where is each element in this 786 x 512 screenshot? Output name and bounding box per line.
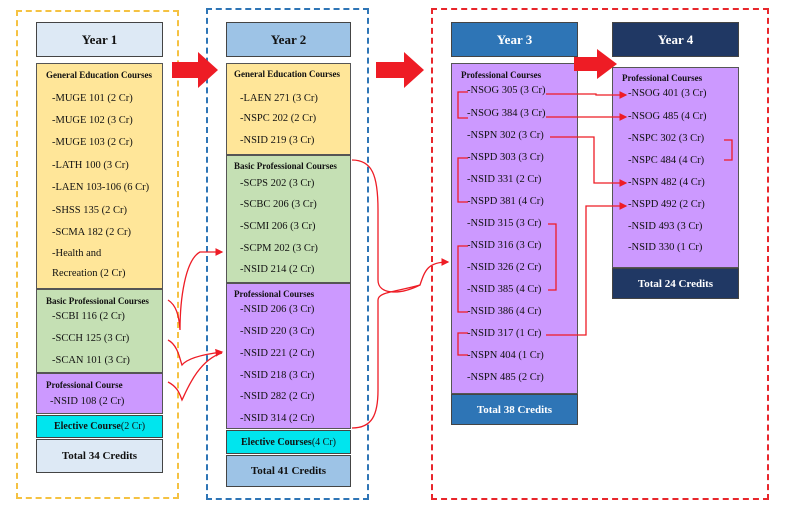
course-item: -LATH 100 (3 Cr) (52, 160, 129, 171)
course-item: -Health and (52, 248, 102, 259)
course-item: -NSID 214 (2 Cr) (240, 264, 315, 275)
course-item: -NSID 220 (3 Cr) (240, 326, 315, 337)
course-item: -NSID 221 (2 Cr) (240, 348, 315, 359)
year3-prof-title: Professional Courses (461, 70, 542, 80)
year2-prof-box: Professional Courses -NSID 206 (3 Cr) -N… (226, 283, 351, 429)
course-item: -NSID 206 (3 Cr) (240, 304, 315, 315)
course-item: -NSID 330 (1 Cr) (628, 242, 703, 253)
course-item: -NSID 314 (2 Cr) (240, 413, 315, 424)
course-item: -SCMI 206 (3 Cr) (240, 221, 316, 232)
course-item: -SCPM 202 (3 Cr) (240, 243, 318, 254)
course-item: -NSPC 302 (3 Cr) (628, 133, 705, 144)
course-item: -SCAN 101 (3 Cr) (52, 355, 130, 366)
year4-prof-title: Professional Courses (622, 73, 703, 83)
course-item: -SCBC 206 (3 Cr) (240, 199, 317, 210)
year3-total: Total 38 Credits (451, 394, 578, 425)
course-item: -NSID 317 (1 Cr) (467, 328, 542, 339)
year2-gen-ed-box: General Education Courses -LAEN 271 (3 C… (226, 63, 351, 155)
course-item: -SHSS 135 (2 Cr) (52, 205, 127, 216)
year2-elective: Elective Courses (4 Cr) (226, 430, 351, 454)
year4-prof-box: Professional Courses -NSOG 401 (3 Cr) -N… (612, 67, 739, 268)
year1-header: Year 1 (36, 22, 163, 57)
course-item: -NSID 219 (3 Cr) (240, 135, 315, 146)
year2-basic-prof-title: Basic Professional Courses (234, 161, 337, 171)
course-item: -NSID 331 (2 Cr) (467, 174, 542, 185)
year1-basic-prof-title: Basic Professional Courses (46, 296, 149, 306)
year3-prof-box: Professional Courses -NSOG 305 (3 Cr) -N… (451, 63, 578, 394)
course-item: -MUGE 102 (3 Cr) (52, 115, 133, 126)
course-item: -NSOG 485 (4 Cr) (628, 111, 707, 122)
course-item: -NSOG 384 (3 Cr) (467, 108, 546, 119)
course-item: -NSPN 302 (3 Cr) (467, 130, 544, 141)
course-item: -SCMA 182 (2 Cr) (52, 227, 132, 238)
course-item: -MUGE 103 (2 Cr) (52, 137, 133, 148)
course-item: -NSPN 485 (2 Cr) (467, 372, 544, 383)
course-item: -LAEN 271 (3 Cr) (240, 93, 318, 104)
year1-elective-credits: (2 Cr) (120, 421, 146, 432)
course-item: -LAEN 103-106 (6 Cr) (52, 182, 150, 193)
course-item: -NSID 282 (2 Cr) (240, 391, 315, 402)
year4-total: Total 24 Credits (612, 268, 739, 299)
year2-basic-prof-box: Basic Professional Courses -SCPS 202 (3 … (226, 155, 351, 283)
year2-to-year3-big-arrow (376, 52, 424, 88)
course-item: -NSPD 381 (4 Cr) (467, 196, 544, 207)
course-item: -NSOG 305 (3 Cr) (467, 85, 546, 96)
year1-gen-ed-title: General Education Courses (46, 70, 153, 80)
year1-prof-box: Professional Course -NSID 108 (2 Cr) (36, 373, 163, 414)
course-item: Recreation (2 Cr) (52, 268, 126, 279)
year2-elective-label: Elective Courses (241, 436, 312, 448)
year4-header: Year 4 (612, 22, 739, 57)
course-item: -NSPD 303 (3 Cr) (467, 152, 544, 163)
course-item: -SCPS 202 (3 Cr) (240, 178, 315, 189)
year2-gen-ed-title: General Education Courses (234, 69, 341, 79)
course-item: -NSID 315 (3 Cr) (467, 218, 542, 229)
course-item: -NSID 108 (2 Cr) (50, 396, 125, 407)
course-item: -NSPN 482 (4 Cr) (628, 177, 705, 188)
year1-total: Total 34 Credits (36, 439, 163, 473)
year1-elective: Elective Course (2 Cr) (36, 415, 163, 438)
year2-total: Total 41 Credits (226, 455, 351, 487)
year3-header: Year 3 (451, 22, 578, 57)
course-item: -NSID 326 (2 Cr) (467, 262, 542, 273)
year2-header: Year 2 (226, 22, 351, 57)
course-item: -NSPC 202 (2 Cr) (240, 113, 317, 124)
year1-elective-label: Elective Course (53, 421, 121, 432)
course-item: -NSPC 484 (4 Cr) (628, 155, 705, 166)
course-item: -NSID 385 (4 Cr) (467, 284, 542, 295)
course-item: -MUGE 101 (2 Cr) (52, 93, 133, 104)
year1-gen-ed-box: General Education Courses -MUGE 101 (2 C… (36, 63, 163, 289)
course-item: -NSPN 404 (1 Cr) (467, 350, 544, 361)
course-item: -NSID 386 (4 Cr) (467, 306, 542, 317)
year2-prof-title: Professional Courses (234, 289, 315, 299)
course-item: -SCBI 116 (2 Cr) (52, 311, 125, 322)
course-item: -NSID 493 (3 Cr) (628, 221, 703, 232)
year1-basic-prof-box: Basic Professional Courses -SCBI 116 (2 … (36, 289, 163, 373)
year2-elective-credits: (4 Cr) (311, 436, 336, 448)
year1-prof-title: Professional Course (46, 380, 123, 390)
course-item: -SCCH 125 (3 Cr) (52, 333, 130, 344)
course-item: -NSID 218 (3 Cr) (240, 370, 315, 381)
course-item: -NSID 316 (3 Cr) (467, 240, 542, 251)
course-item: -NSPD 492 (2 Cr) (628, 199, 705, 210)
course-item: -NSOG 401 (3 Cr) (628, 88, 707, 99)
